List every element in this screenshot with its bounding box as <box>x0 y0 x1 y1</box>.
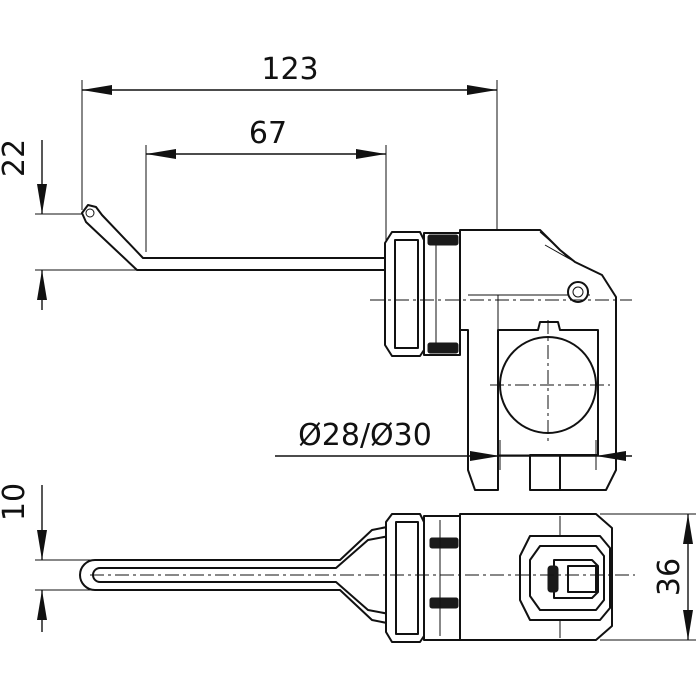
dimension-body-width: 36 <box>600 513 696 641</box>
pivot-pin <box>567 281 589 303</box>
clamp-housing <box>459 229 617 491</box>
plan-flange <box>385 513 461 643</box>
rod-tip-hole <box>85 208 95 218</box>
arrow-right <box>467 85 497 95</box>
arrow-right <box>470 451 500 461</box>
lever-thickness-label: 10 <box>0 483 32 521</box>
arrow-down <box>37 530 47 560</box>
dimension-tube-diameter: Ø28/Ø30 <box>275 418 632 470</box>
arrow-up <box>37 590 47 620</box>
arrow-left <box>596 451 626 461</box>
arrow-up <box>37 270 47 300</box>
dimension-overall-length: 123 <box>81 52 498 300</box>
handle-flange <box>384 231 461 357</box>
overall-length-label: 123 <box>261 52 318 87</box>
side-view: 123 67 22 <box>0 52 632 491</box>
plan-view: 10 <box>0 483 696 643</box>
plan-housing <box>459 513 613 641</box>
arrow-right <box>356 149 386 159</box>
dimension-lever-thickness: 10 <box>0 483 105 632</box>
arrow-down <box>37 184 47 214</box>
arrow-left <box>82 85 112 95</box>
arrow-down <box>683 610 693 640</box>
arrow-left <box>146 149 176 159</box>
tube-diameter-label: Ø28/Ø30 <box>298 418 432 453</box>
lever-rod <box>81 204 389 271</box>
dimension-lever-offset: 22 <box>0 139 148 310</box>
arrow-up <box>683 514 693 544</box>
lever-length-label: 67 <box>249 116 287 151</box>
dimension-lever-length: 67 <box>145 116 387 255</box>
body-width-label: 36 <box>652 558 687 596</box>
lever-offset-label: 22 <box>0 139 32 177</box>
